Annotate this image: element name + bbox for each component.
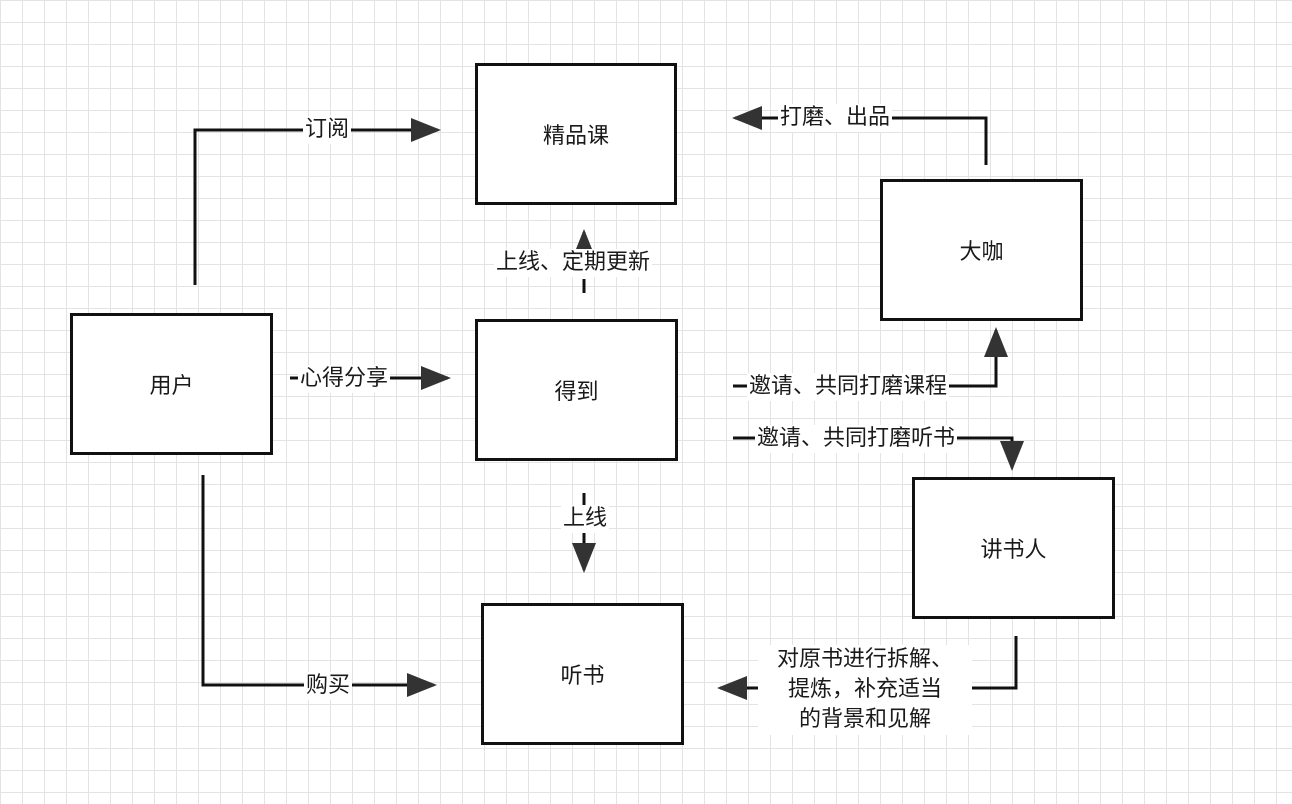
edge-label-deconstruct-line-1: 对原书进行拆解、 [776,647,953,672]
node-tingshu-label: 听书 [560,664,605,689]
edge-label-invite-course: 邀请、共同打磨课程 [747,373,950,401]
node-dedao-label: 得到 [554,380,599,405]
edge-label-buy: 购买 [304,672,353,700]
node-yonghu-label: 用户 [149,374,194,399]
edge-label-online: 上线 [561,505,610,533]
node-tingshu[interactable]: 听书 [481,603,684,745]
node-daka-label: 大咖 [959,240,1004,265]
edge-label-subscribe: 订阅 [303,116,352,144]
node-jiangshuren[interactable]: 讲书人 [912,477,1115,619]
edge-label-deconstruct: 对原书进行拆解、 提炼，补充适当 的背景和见解 [758,645,972,735]
node-dedao[interactable]: 得到 [475,319,678,461]
edge-label-share: 心得分享 [298,365,391,393]
edge-label-polish-produce: 打磨、出品 [778,104,893,132]
edge-label-deconstruct-line-2: 提炼，补充适当 [787,677,942,702]
node-daka[interactable]: 大咖 [880,179,1083,321]
node-jingpinke-label: 精品课 [542,124,609,149]
edge-label-invite-book: 邀请、共同打磨听书 [755,425,958,453]
node-jiangshuren-label: 讲书人 [980,538,1047,563]
node-yonghu[interactable]: 用户 [70,313,273,455]
edge-label-online-update: 上线、定期更新 [494,249,653,277]
node-jingpinke[interactable]: 精品课 [475,63,677,205]
edge-subscribe [193,118,441,285]
edge-label-deconstruct-line-3: 的背景和见解 [798,707,931,732]
edge-buy [201,475,437,697]
